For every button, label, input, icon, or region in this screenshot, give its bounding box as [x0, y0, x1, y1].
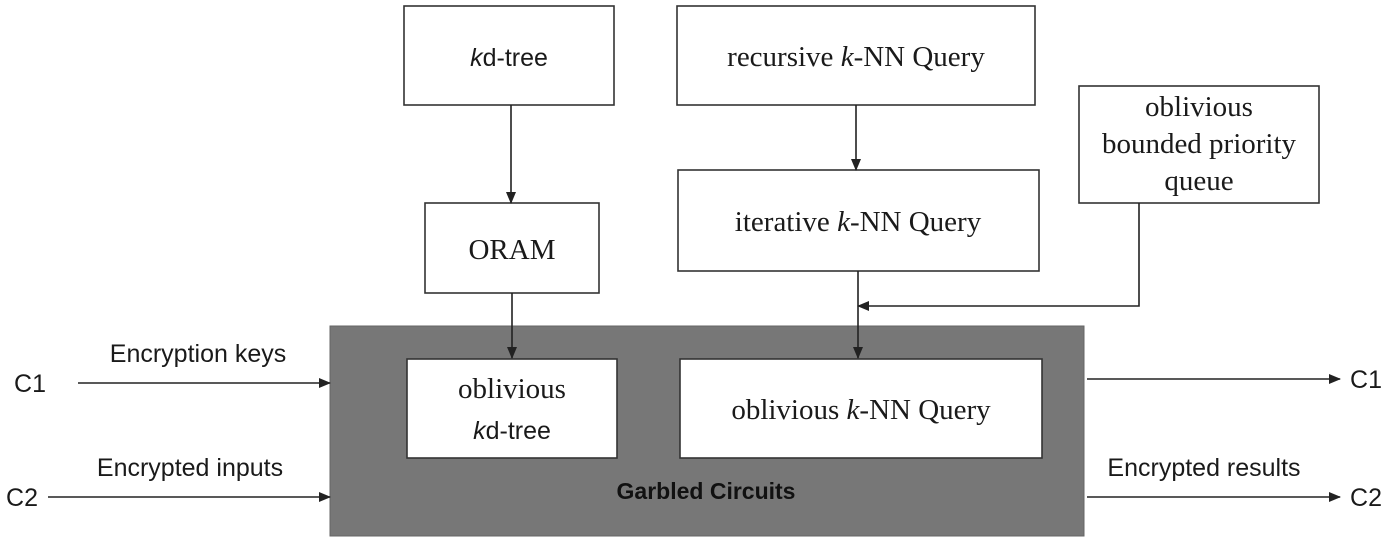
- priority-queue-line-3: queue: [1164, 165, 1233, 197]
- oblivious-kdtree-box: [406, 358, 618, 459]
- garbled-circuits-label: Garbled Circuits: [617, 478, 796, 504]
- oblivious-kdtree-line-2: kd-tree: [473, 417, 551, 445]
- priority-queue-box: [1078, 85, 1320, 204]
- priority-queue-line-2: bounded priority: [1102, 128, 1297, 160]
- encrypted-results-label: Encrypted results: [1107, 454, 1300, 482]
- oblivious-kdtree-line-1: oblivious: [458, 373, 566, 405]
- c2-left-label: C2: [6, 484, 38, 512]
- c1-left-label: C1: [14, 370, 46, 398]
- iterative-knn-label: iterative k-NN Query: [735, 206, 982, 238]
- c1-right-label: C1: [1350, 366, 1382, 394]
- c2-right-label: C2: [1350, 484, 1382, 512]
- oblivious-knn-box: [679, 358, 1043, 459]
- encrypted-inputs-label: Encrypted inputs: [97, 454, 283, 482]
- edge-priority-queue-to-query: [857, 203, 1140, 311]
- encryption-keys-label: Encryption keys: [110, 340, 286, 368]
- kdtree-box: [403, 5, 615, 106]
- kdtree-label: kd-tree: [470, 44, 548, 72]
- iterative-knn-box: [677, 169, 1040, 272]
- recursive-knn-label: recursive k-NN Query: [727, 41, 985, 73]
- priority-queue-line-1: oblivious: [1145, 91, 1253, 123]
- oram-label: ORAM: [468, 234, 555, 266]
- oram-box: [424, 202, 600, 294]
- oblivious-knn-label: oblivious k-NN Query: [731, 394, 991, 426]
- recursive-knn-box: [676, 5, 1036, 106]
